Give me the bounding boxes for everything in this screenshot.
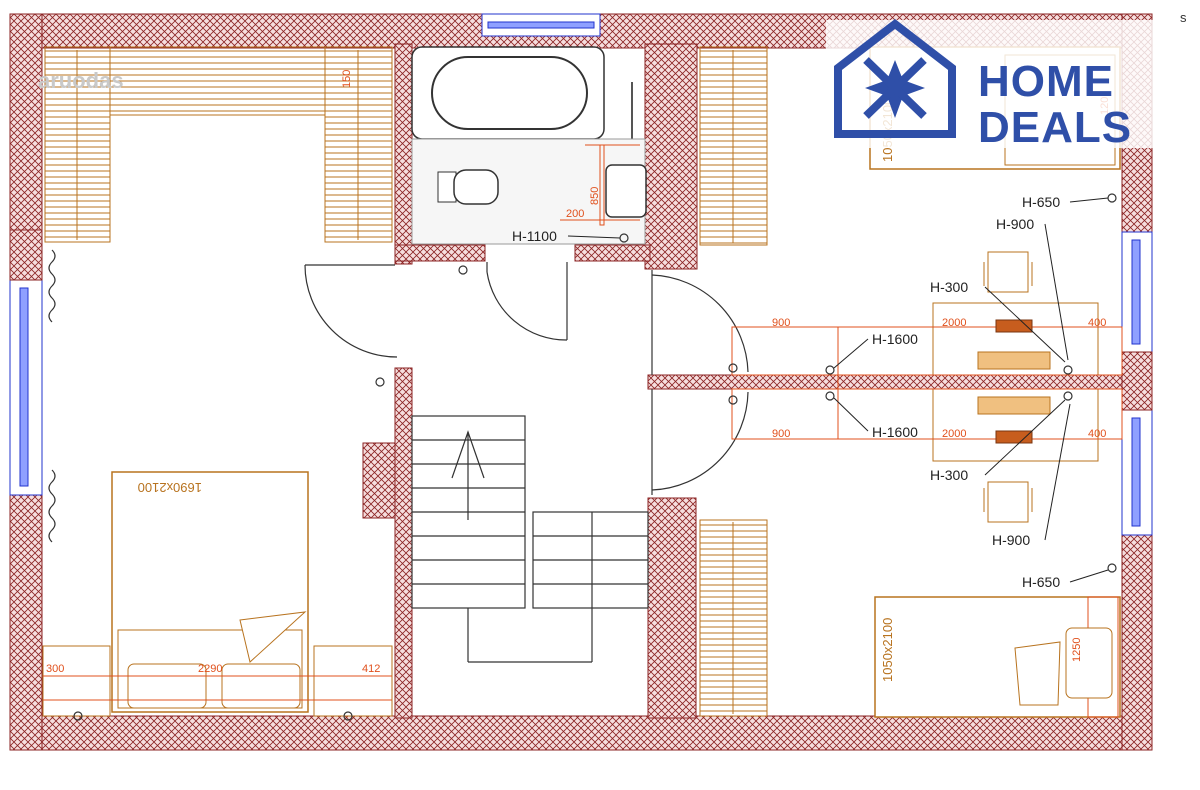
height-label-h1100: H-1100 [512,228,557,244]
sockets [73,193,1117,721]
dim-wardrobe-150: 150 [341,70,353,88]
corner-mark: s [1180,10,1187,25]
windows [9,13,1153,536]
home-deals-logo: HOME DEALS [826,18,1156,152]
bathroom [411,46,647,245]
dim-master-300: 300 [46,663,64,675]
height-label-h650-bottom: H-650 [1022,574,1060,590]
staircase [411,415,649,663]
bottom-right-bedroom [874,596,1121,718]
dim-master-412: 412 [362,663,380,675]
desks [731,251,1123,523]
dim-bath-200: 200 [566,208,584,220]
logo-text-deals: DEALS [978,103,1132,152]
dim-desk-top-400: 400 [1088,317,1106,329]
height-label-h900-bottom: H-900 [992,532,1030,548]
height-label-h300-top: H-300 [930,279,968,295]
interior-walls [9,43,1153,719]
dim-desk-bot-2000: 2000 [942,428,966,440]
dim-desk-bot-400: 400 [1088,428,1106,440]
height-label-h1600-top: H-1600 [872,331,918,347]
dim-master-2290: 2290 [198,663,222,675]
height-label-h1600-bottom: H-1600 [872,424,918,440]
dim-right-1250: 1250 [1071,638,1083,662]
dim-bath-850: 850 [589,187,601,205]
height-label-h300-bottom: H-300 [930,467,968,483]
height-label-h650-top: H-650 [1022,194,1060,210]
master-bedroom [42,471,393,717]
logo-text-home: HOME [978,57,1114,106]
radiators [48,249,56,543]
bed-label-bottom-right: 1050x2100 [880,618,895,682]
height-label-h900-top: H-900 [996,216,1034,232]
dim-desk-top-2000: 2000 [942,317,966,329]
doors [304,262,749,495]
leader-lines [567,197,1109,583]
dim-desk-top-900: 900 [772,317,790,329]
dim-desk-bot-900: 900 [772,428,790,440]
bed-label-master: 1690x2100 [138,480,202,495]
wardrobes [44,46,768,717]
watermark: aruodas [38,68,124,93]
